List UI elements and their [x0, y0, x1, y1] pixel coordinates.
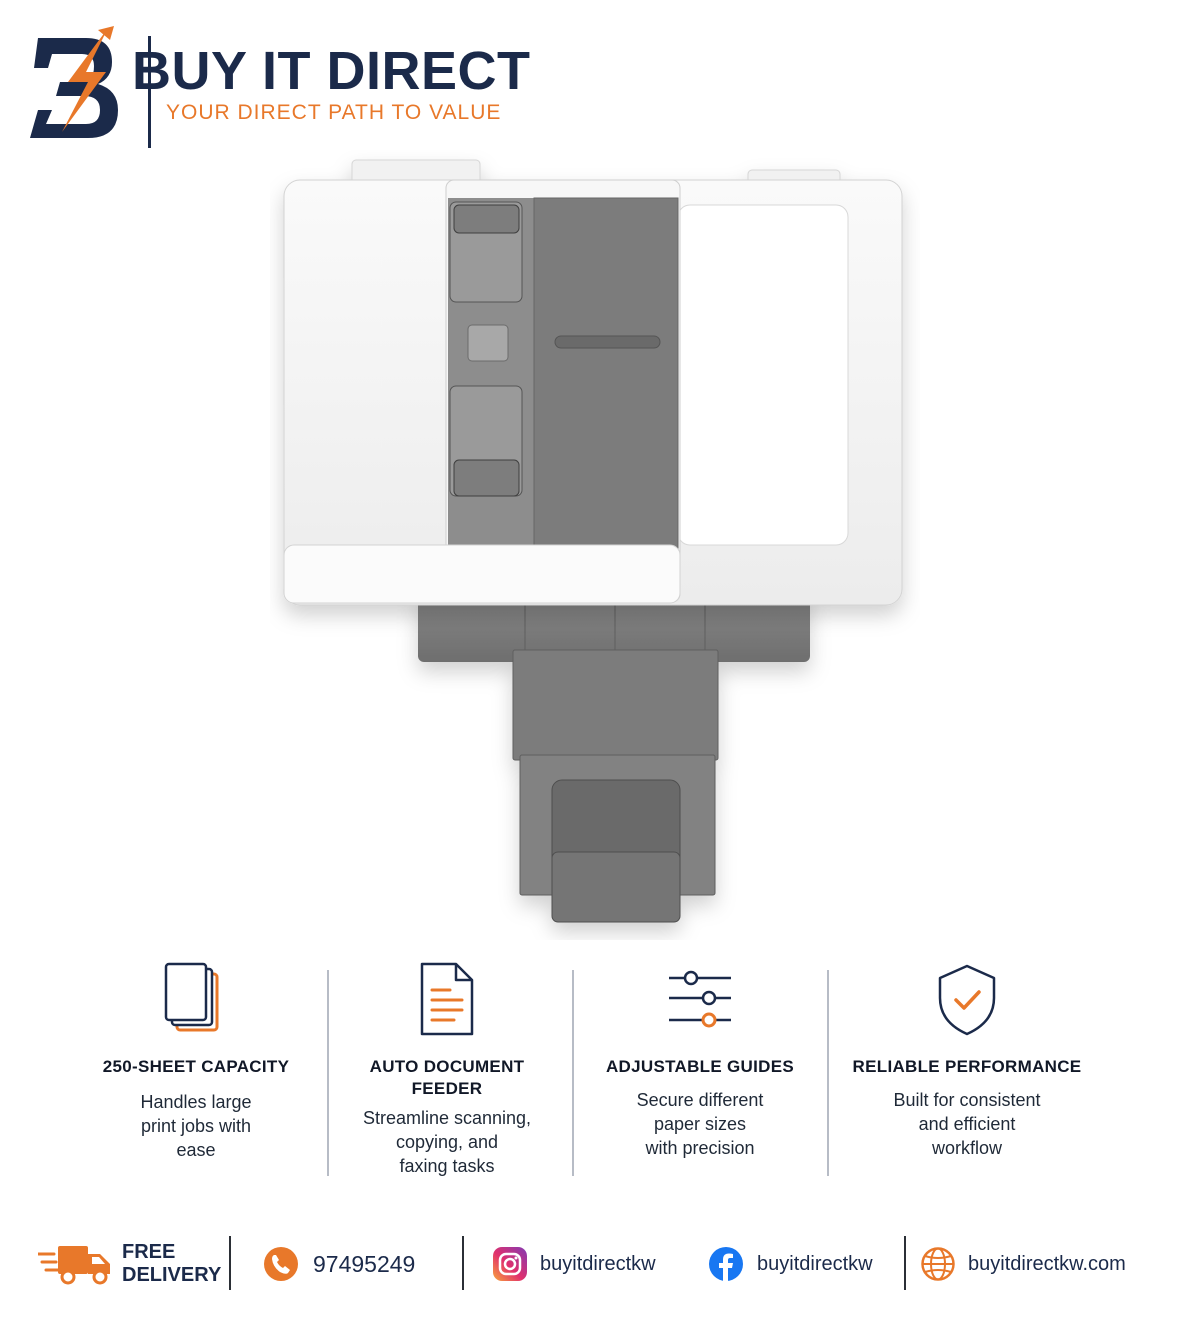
facebook-handle[interactable]: buyitdirectkw	[757, 1252, 873, 1275]
feature-divider	[327, 970, 329, 1176]
feature-title: 250-SHEET CAPACITY	[102, 1057, 290, 1076]
brand-tagline: YOUR DIRECT PATH TO VALUE	[166, 101, 502, 124]
delivery-truck-icon	[38, 1246, 110, 1285]
sliders-icon	[669, 970, 731, 1028]
facebook-link[interactable]: buyitdirectkw	[708, 1232, 873, 1296]
lightning-b-logo	[30, 26, 118, 138]
feature-adjustable-guides: ADJUSTABLE GUIDES Secure different paper…	[582, 960, 818, 1180]
delivery-label: FREE DELIVERY	[122, 1241, 222, 1286]
feature-description: Secure different paper sizes with precis…	[636, 1090, 764, 1158]
brand-header: BUY IT DIRECT YOUR DIRECT PATH TO VALUE	[28, 26, 548, 148]
feature-title: AUTO DOCUMENT FEEDER	[369, 1057, 525, 1098]
feature-divider	[827, 970, 829, 1176]
features-row: 250-SHEET CAPACITY Handles large print j…	[70, 960, 1120, 1180]
instagram-icon	[493, 1247, 527, 1281]
printer-top-view	[283, 159, 903, 923]
brand-name: BUY IT DIRECT	[132, 41, 531, 101]
feature-description: Built for consistent and efficient workf…	[893, 1090, 1041, 1158]
feature-reliable-performance: RELIABLE PERFORMANCE Built for consisten…	[840, 960, 1094, 1180]
website-url[interactable]: buyitdirectkw.com	[968, 1252, 1126, 1275]
footer-divider	[229, 1236, 231, 1290]
instagram-handle[interactable]: buyitdirectkw	[540, 1252, 656, 1275]
shield-check-icon	[938, 964, 996, 1036]
brand-divider	[148, 36, 151, 148]
website-link[interactable]: buyitdirectkw.com	[920, 1232, 1126, 1296]
contact-footer: FREE DELIVERY 97495249 buyitdire	[0, 1232, 1190, 1296]
globe-icon	[921, 1247, 955, 1281]
feature-auto-document-feeder: AUTO DOCUMENT FEEDER Streamline scanning…	[336, 960, 558, 1180]
feature-title: RELIABLE PERFORMANCE	[852, 1057, 1082, 1076]
feature-description: Handles large print jobs with ease	[140, 1092, 252, 1160]
paper-stack-icon	[164, 962, 219, 1032]
free-delivery-badge: FREE DELIVERY	[38, 1232, 221, 1296]
facebook-icon	[709, 1247, 743, 1281]
instagram-link[interactable]: buyitdirectkw	[492, 1232, 656, 1296]
phone-number[interactable]: 97495249	[313, 1250, 416, 1277]
feature-sheet-capacity: 250-SHEET CAPACITY Handles large print j…	[70, 960, 322, 1180]
feature-description: Streamline scanning, copying, and faxing…	[362, 1108, 532, 1176]
footer-divider	[904, 1236, 906, 1290]
footer-divider	[462, 1236, 464, 1290]
printer-body	[283, 159, 903, 606]
document-icon	[420, 962, 474, 1036]
phone-icon	[264, 1247, 298, 1281]
feature-title: ADJUSTABLE GUIDES	[605, 1057, 795, 1076]
feature-divider	[572, 970, 574, 1176]
phone-contact[interactable]: 97495249	[263, 1232, 415, 1296]
output-tray	[418, 590, 810, 923]
